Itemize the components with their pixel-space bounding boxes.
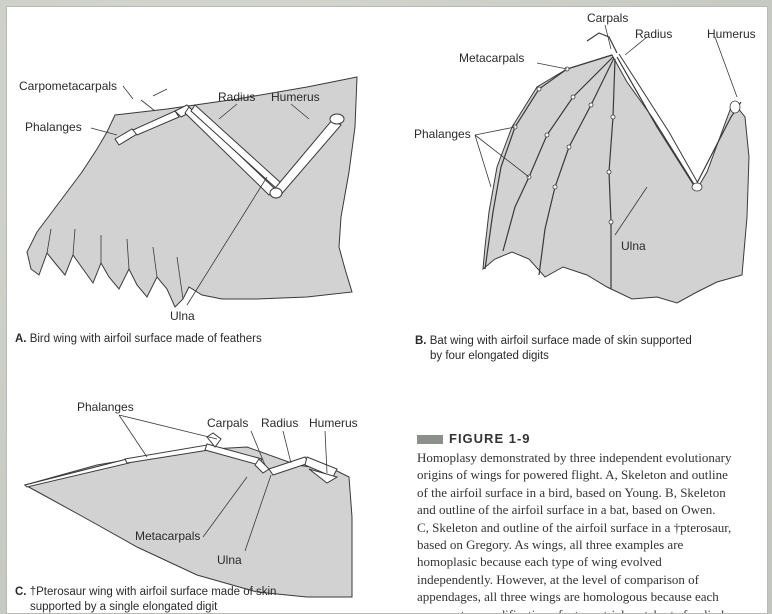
bat-label-phalanges: Phalanges [414,127,471,141]
figure-title-text: FIGURE 1-9 [449,431,531,446]
figure-caption-line: of the airfoil surface in a bird, based … [417,484,768,501]
figure-caption-line: Homoplasy demonstrated by three independ… [417,449,768,466]
figure-caption-line: represents a modification of a terrestri… [417,606,768,614]
figure-caption-line: appendages, all three wings are homologo… [417,588,768,605]
pterosaur-label-phalanges: Phalanges [77,400,134,414]
bat-label-ulna: Ulna [621,239,646,253]
bird-wing-diagram: Carpometacarpals Phalanges Radius Humeru… [19,77,357,323]
bird-caption: A. Bird wing with airfoil surface made o… [15,332,262,347]
pterosaur-caption-text-2: supported by a single elongated digit [15,600,276,614]
pterosaur-label-humerus: Humerus [309,416,358,430]
pterosaur-membrane-surface [25,447,352,597]
pterosaur-label-ulna: Ulna [217,553,242,567]
bird-caption-text: Bird wing with airfoil surface made of f… [30,333,262,345]
figure-caption-line: homoplasic because each type of wing evo… [417,553,768,570]
pterosaur-caption: C. †Pterosaur wing with airfoil surface … [15,585,276,614]
bird-label-humerus: Humerus [271,90,320,104]
figure-caption-line: and outline of the airfoil surface in a … [417,501,768,518]
figure-caption-line: origins of wings for powered flight. A, … [417,466,768,483]
bat-caption-text-1: Bat wing with airfoil surface made of sk… [430,335,692,347]
bat-label-radius: Radius [635,27,672,41]
bat-caption: B. Bat wing with airfoil surface made of… [415,334,692,364]
figure-caption-line: independently. However, at the level of … [417,571,768,588]
figure-title: FIGURE 1-9 [417,431,531,446]
bird-label-radius: Radius [218,90,255,104]
figure-caption-line: C, Skeleton and outline of the airfoil s… [417,519,768,536]
bird-label-ulna: Ulna [170,309,195,323]
bird-label-carpometacarpals: Carpometacarpals [19,79,117,93]
bat-caption-letter: B. [415,335,427,347]
figure-title-marker [417,435,443,444]
bat-label-humerus: Humerus [707,27,756,41]
figure-panel: Carpometacarpals Phalanges Radius Humeru… [6,6,768,614]
pterosaur-label-radius: Radius [261,416,298,430]
bat-caption-text-2: by four elongated digits [415,349,692,364]
bat-label-metacarpals: Metacarpals [459,51,524,65]
bat-label-carpals: Carpals [587,11,628,25]
figure-caption-line: based on Gregory. As wings, all three ex… [417,536,768,553]
pterosaur-caption-letter: C. [15,586,27,598]
pterosaur-wing-diagram: Phalanges Carpals Radius Humerus Metacar… [25,400,358,597]
pterosaur-label-metacarpals: Metacarpals [135,529,200,543]
bat-membrane-surface [483,55,749,303]
bird-caption-letter: A. [15,333,27,345]
pterosaur-caption-text-1: †Pterosaur wing with airfoil surface mad… [30,586,277,598]
pterosaur-label-carpals: Carpals [207,416,248,430]
bird-label-phalanges: Phalanges [25,120,82,134]
bat-wing-diagram: Carpals Radius Humerus Metacarpals Phala… [414,11,756,303]
figure-caption-text: Homoplasy demonstrated by three independ… [417,449,768,614]
